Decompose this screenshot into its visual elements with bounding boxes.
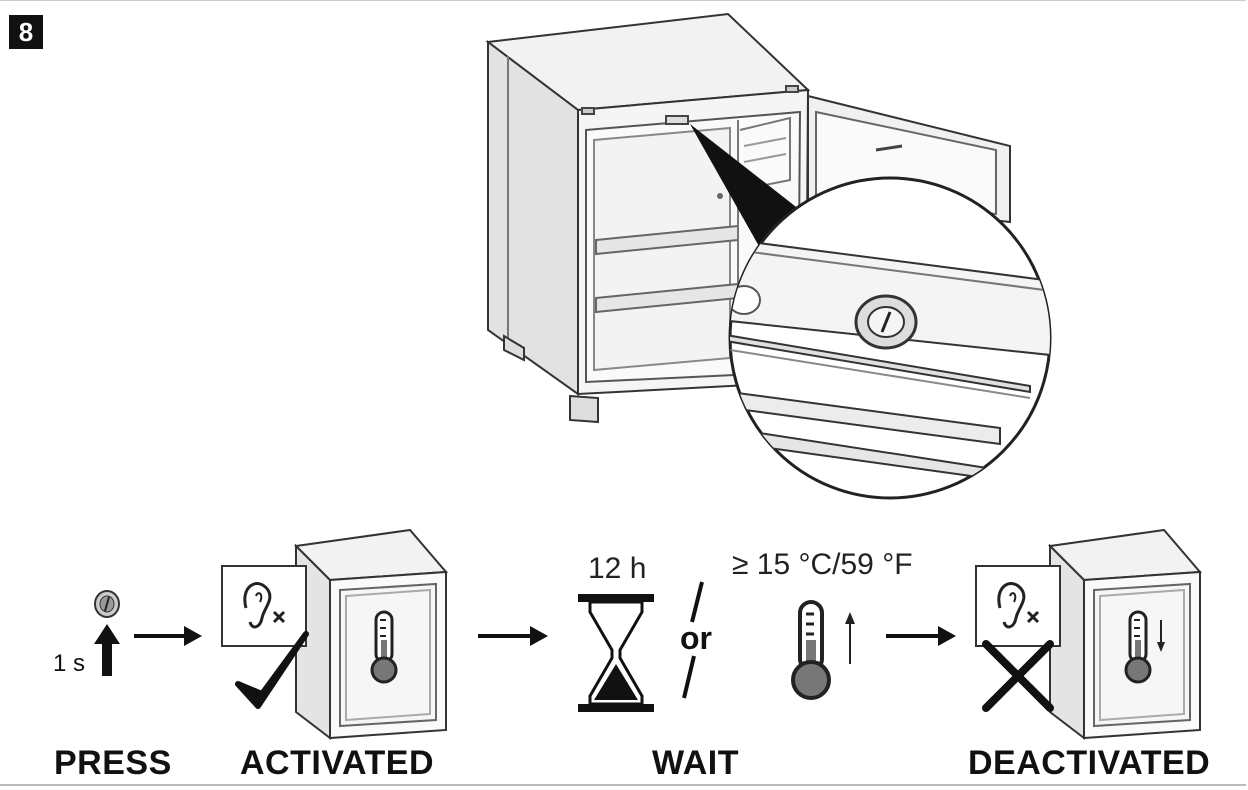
right-arrow-icon (886, 626, 956, 646)
callout-wedge (690, 124, 800, 248)
up-arrow-icon (94, 624, 120, 676)
ear-mute-icon (975, 565, 1061, 647)
activated-fridge-icon (293, 528, 449, 741)
thermometer-icon (370, 610, 398, 684)
deactivated-fridge-icon (1047, 528, 1203, 741)
zoom-detail-circle (728, 176, 1052, 500)
thermometer-rising-icon (791, 600, 855, 700)
right-arrow-icon (478, 626, 548, 646)
thermometer-falling-icon (1124, 610, 1165, 684)
checkmark-icon (235, 631, 309, 709)
cross-icon (982, 640, 1054, 712)
or-divider (682, 581, 704, 699)
label-activated: ACTIVATED (240, 744, 435, 782)
label-press: PRESS (54, 744, 172, 782)
temperature-threshold: ≥ 15 °C/59 °F (732, 548, 913, 581)
hourglass-icon (578, 594, 654, 712)
label-deactivated: DEACTIVATED (968, 744, 1211, 782)
ear-mute-icon (221, 565, 307, 647)
step-number-badge: 8 (9, 15, 43, 49)
or-label: or (680, 620, 712, 656)
button-icon (854, 294, 918, 350)
wait-time: 12 h (588, 552, 647, 585)
label-wait: WAIT (652, 744, 739, 782)
right-arrow-icon (134, 626, 202, 646)
press-button-icon (94, 590, 120, 618)
press-duration: 1 s (53, 650, 86, 677)
